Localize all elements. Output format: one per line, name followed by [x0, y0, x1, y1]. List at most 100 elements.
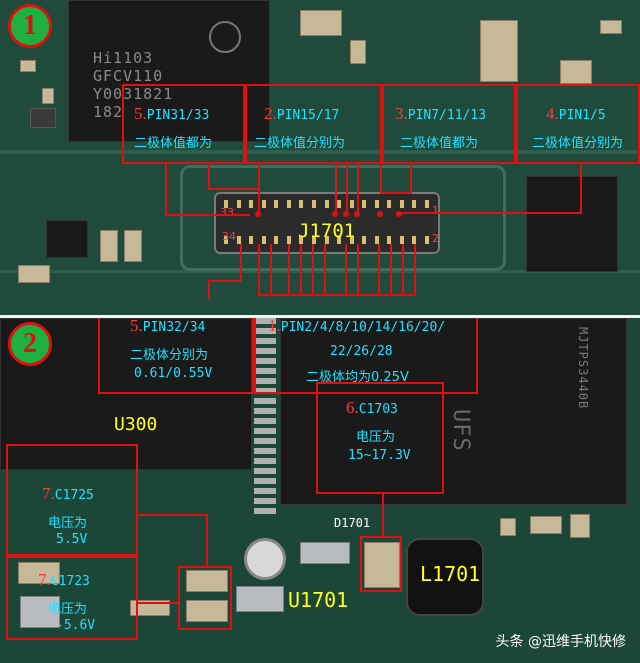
callout-text: 电压为 — [356, 430, 396, 445]
pin-dot — [332, 211, 338, 217]
chip-marking: UFS — [448, 409, 473, 452]
connector-label: J1701 — [298, 220, 356, 242]
leader-line — [312, 244, 314, 296]
callout-title: 1.PIN2/4/8/10/14/16/20/ — [268, 318, 446, 335]
chip-line: Hi1103 — [93, 49, 154, 67]
leader-line — [346, 164, 348, 214]
panel-divider — [0, 315, 640, 318]
capacitor — [500, 518, 516, 536]
leader-line — [414, 244, 416, 296]
leader-line — [378, 244, 380, 296]
panel-2: MJTPS3440B UFS 2 5.PIN32/34 二极体分别为 0.61/… — [0, 318, 640, 663]
leader-line — [580, 164, 582, 214]
chip-marking: MJTPS3440B — [576, 327, 590, 410]
leader-line — [258, 294, 416, 296]
callout-title: 5.PIN32/34 — [130, 318, 206, 335]
callout-title: 2.PIN15/17 — [264, 104, 340, 123]
leader-line — [208, 164, 210, 188]
capacitor — [300, 542, 350, 564]
ic-chip — [46, 220, 88, 258]
capacitor — [530, 516, 562, 534]
callout-title: 7.C1725 — [42, 484, 94, 503]
connector-j1701 — [214, 192, 440, 254]
label-u300: U300 — [114, 414, 158, 435]
ic-chip — [526, 176, 618, 272]
callout-text: 二极体值都为 — [134, 136, 213, 151]
leader-line — [357, 164, 359, 214]
component-column — [254, 318, 276, 518]
leader-line — [288, 244, 290, 296]
leader-line — [208, 280, 242, 282]
leader-line — [382, 494, 384, 538]
leader-line — [208, 280, 210, 300]
capacitor — [130, 600, 170, 616]
leader-line — [410, 164, 412, 194]
callout-text: 电压为 — [48, 602, 88, 617]
ufs-chip: MJTPS3440B UFS — [280, 318, 627, 505]
callout-text: 22/26/28 — [330, 344, 393, 359]
capacitor — [600, 20, 622, 34]
pin-dot — [255, 211, 261, 217]
label-l1701: L1701 — [420, 562, 481, 586]
component — [30, 108, 56, 128]
callout-text: 二极体值分别为 — [532, 136, 624, 151]
callout-text: 二极体均为0.25V — [306, 370, 409, 385]
leader-line — [357, 244, 359, 296]
chip-line: GFCV110 — [93, 67, 164, 85]
callout-text: -5.6V — [56, 618, 96, 633]
capacitor — [124, 230, 142, 262]
highlight-box — [178, 566, 232, 630]
step-marker: 1 — [8, 4, 52, 48]
pin-dot — [343, 211, 349, 217]
pin-row-bottom — [224, 236, 429, 244]
leader-line — [138, 514, 208, 516]
callout-box — [516, 84, 640, 164]
leader-line — [165, 214, 250, 216]
callout-text: 二极体值分别为 — [254, 136, 346, 151]
callout-title: 6.C1703 — [346, 398, 398, 417]
capacitor — [300, 10, 342, 36]
callout-box — [382, 84, 516, 164]
capacitor — [186, 570, 228, 592]
callout-box — [254, 318, 478, 394]
pcb-trace — [0, 150, 640, 154]
leader-line — [380, 192, 410, 194]
test-point — [244, 538, 286, 580]
leader-line — [138, 602, 180, 604]
capacitor — [480, 20, 518, 82]
callout-box — [98, 318, 254, 394]
capacitor — [570, 514, 590, 538]
pin-number: 33 — [220, 206, 234, 219]
chip-line: Y0031821 — [93, 85, 174, 103]
callout-title: 5.PIN31/33 — [134, 104, 210, 123]
highlight-box — [360, 536, 402, 592]
callout-text: 0.61/0.55V — [134, 366, 213, 381]
leader-line — [335, 164, 337, 214]
wifi-chip: Hi1103 GFCV110 Y0031821 182 — [68, 0, 270, 142]
leader-line — [240, 244, 242, 282]
diode-d1701 — [364, 542, 400, 588]
capacitor — [236, 586, 284, 612]
callout-text: 二极体分别为 — [130, 348, 209, 363]
leader-line — [208, 188, 260, 190]
leader-line — [206, 514, 208, 566]
callout-text: 电压为 — [48, 516, 88, 531]
leader-line — [390, 244, 392, 296]
pcb-trace — [0, 270, 640, 273]
capacitor — [100, 230, 118, 262]
callout-title: 7.C1723 — [38, 570, 90, 589]
inductor-l1701 — [406, 538, 484, 616]
step-marker: 2 — [8, 322, 52, 366]
callout-text: 5.5V — [56, 532, 88, 547]
callout-title: 3.PIN7/11/13 — [395, 104, 487, 123]
leader-line — [402, 244, 404, 296]
leader-line — [324, 244, 326, 296]
callout-box — [6, 444, 138, 556]
connector-frame — [180, 165, 506, 271]
callout-box — [6, 556, 138, 640]
callout-title: 4.PIN1/5 — [546, 104, 606, 123]
capacitor — [18, 265, 50, 283]
callout-box — [122, 84, 245, 164]
label-d1701: D1701 — [334, 516, 371, 530]
callout-text: 15~17.3V — [348, 448, 411, 463]
